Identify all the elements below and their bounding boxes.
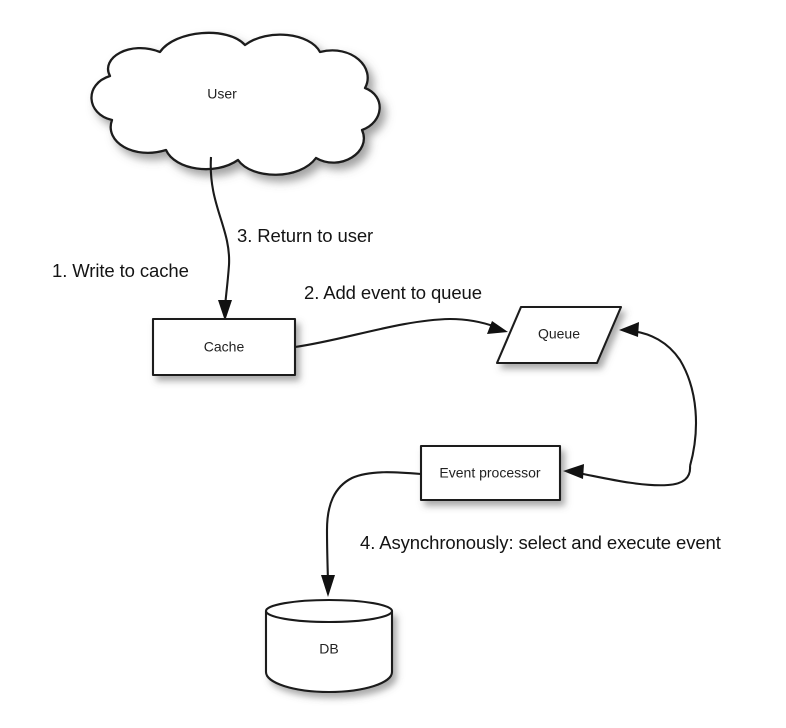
- edge-eventp-to-queue: [619, 322, 698, 467]
- edge-user-to-cache: [209, 156, 232, 321]
- edge-queue-to-eventp: [563, 464, 692, 487]
- node-cache[interactable]: Cache: [151, 317, 297, 377]
- node-cache-label: Cache: [204, 339, 245, 355]
- arrowhead-queue-right: [619, 322, 639, 337]
- step-label-1: 1. Write to cache: [52, 260, 189, 281]
- edge-eventp-to-db: [321, 471, 422, 597]
- node-user-label: User: [207, 86, 237, 102]
- node-user[interactable]: User: [90, 31, 381, 176]
- step-label-4: 4. Asynchronously: select and execute ev…: [360, 532, 721, 553]
- arrowhead-db: [321, 575, 335, 597]
- node-db[interactable]: DB: [264, 598, 394, 694]
- step-label-2: 2. Add event to queue: [304, 282, 482, 303]
- node-db-label: DB: [319, 641, 338, 657]
- edge-cache-to-queue: [294, 317, 508, 349]
- arrowhead-queue-left: [487, 321, 508, 334]
- step-label-3: 3. Return to user: [237, 225, 374, 246]
- node-queue[interactable]: Queue: [495, 305, 623, 365]
- node-queue-label: Queue: [538, 326, 580, 342]
- node-event-processor[interactable]: Event processor: [419, 444, 562, 502]
- arrowhead-eventp-right: [563, 464, 584, 479]
- arrowhead-cache: [218, 300, 232, 321]
- node-event-processor-label: Event processor: [439, 465, 540, 481]
